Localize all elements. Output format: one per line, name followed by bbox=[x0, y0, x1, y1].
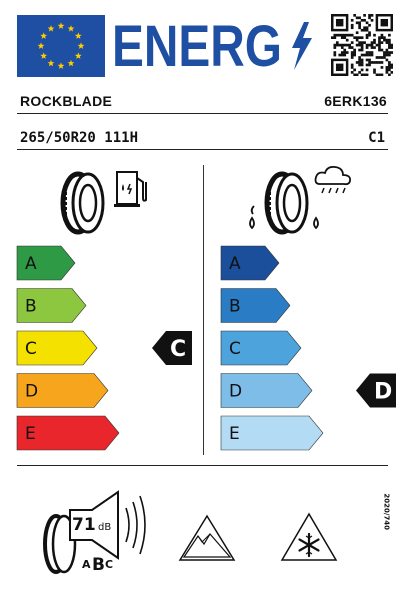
eu-star-icon bbox=[47, 59, 55, 67]
rain-cloud-icon bbox=[314, 165, 352, 194]
wet-grip-bar-c bbox=[220, 330, 302, 366]
bar-letter: D bbox=[25, 382, 38, 402]
eu-flag-icon bbox=[17, 15, 105, 77]
rating-badge bbox=[152, 331, 192, 365]
fuel-pump-icon bbox=[114, 171, 147, 207]
eu-star-icon bbox=[57, 22, 65, 29]
eu-star-icon bbox=[77, 42, 85, 49]
bar-letter: C bbox=[25, 339, 37, 359]
divider bbox=[17, 113, 388, 114]
noise-class-a: A bbox=[82, 558, 91, 571]
tyre-icon bbox=[60, 171, 105, 235]
bar-letter: A bbox=[229, 254, 241, 274]
fuel-efficiency-bar-a bbox=[16, 245, 76, 281]
eu-star-icon bbox=[57, 62, 65, 69]
fuel-efficiency-section: A B C D E C bbox=[0, 160, 203, 460]
section-divider bbox=[203, 165, 204, 455]
noise-class-b: B bbox=[92, 555, 105, 575]
eu-star-icon bbox=[74, 32, 82, 39]
wet-grip-section: A B C D E D bbox=[204, 160, 404, 460]
model-code: 6ERK136 bbox=[324, 93, 387, 109]
bar-letter: E bbox=[229, 424, 240, 444]
fuel-efficiency-bar-e bbox=[16, 415, 120, 451]
brand-name: ROCKBLADE bbox=[20, 93, 113, 109]
snowflake-mountain-icon bbox=[280, 510, 338, 564]
eu-star-icon bbox=[74, 52, 82, 59]
regulation-code: 2020/740 bbox=[383, 493, 391, 530]
eu-star-icon bbox=[47, 25, 55, 32]
rating-badge bbox=[356, 373, 396, 408]
water-splash-icon bbox=[249, 205, 319, 230]
speaker-icon bbox=[69, 490, 119, 560]
divider bbox=[17, 465, 388, 466]
wet-grip-bar-d bbox=[220, 373, 313, 408]
qr-code-icon[interactable] bbox=[331, 14, 394, 77]
tyre-size: 265/50R20 111H bbox=[20, 130, 139, 146]
noise-class-c: C bbox=[105, 558, 113, 571]
divider bbox=[17, 149, 388, 150]
noise-unit: dB bbox=[98, 522, 111, 533]
bar-letter: E bbox=[25, 424, 36, 444]
bar-letter: C bbox=[229, 339, 241, 359]
eu-star-icon bbox=[67, 59, 75, 67]
wet-grip-bar-b bbox=[220, 288, 291, 323]
bar-letter: B bbox=[229, 297, 241, 317]
energy-logo: ENERG bbox=[112, 14, 317, 79]
tyre-class: C1 bbox=[368, 130, 385, 146]
noise-section: 71 dB A B C bbox=[40, 488, 160, 578]
sound-waves-icon bbox=[125, 495, 146, 555]
fuel-efficiency-bar-c bbox=[16, 330, 98, 366]
fuel-efficiency-bar-b bbox=[16, 288, 87, 323]
wet-grip-bar-a bbox=[220, 245, 280, 281]
mountain-icon bbox=[178, 512, 236, 564]
lightning-icon bbox=[292, 22, 312, 70]
rating-letter: C bbox=[170, 337, 186, 362]
noise-value: 71 bbox=[72, 515, 96, 535]
eu-star-icon bbox=[40, 32, 48, 39]
fuel-efficiency-bar-d bbox=[16, 373, 109, 408]
eu-star-icon bbox=[40, 52, 48, 59]
eu-star-icon bbox=[37, 42, 45, 49]
tyre-icon bbox=[264, 171, 309, 235]
eu-star-icon bbox=[67, 25, 75, 32]
bar-letter: A bbox=[25, 254, 37, 274]
bar-letter: D bbox=[229, 382, 242, 402]
energy-text: ENERG bbox=[112, 14, 282, 78]
bar-letter: B bbox=[25, 297, 37, 317]
wet-grip-bar-e bbox=[220, 415, 324, 451]
rating-letter: D bbox=[374, 380, 392, 405]
